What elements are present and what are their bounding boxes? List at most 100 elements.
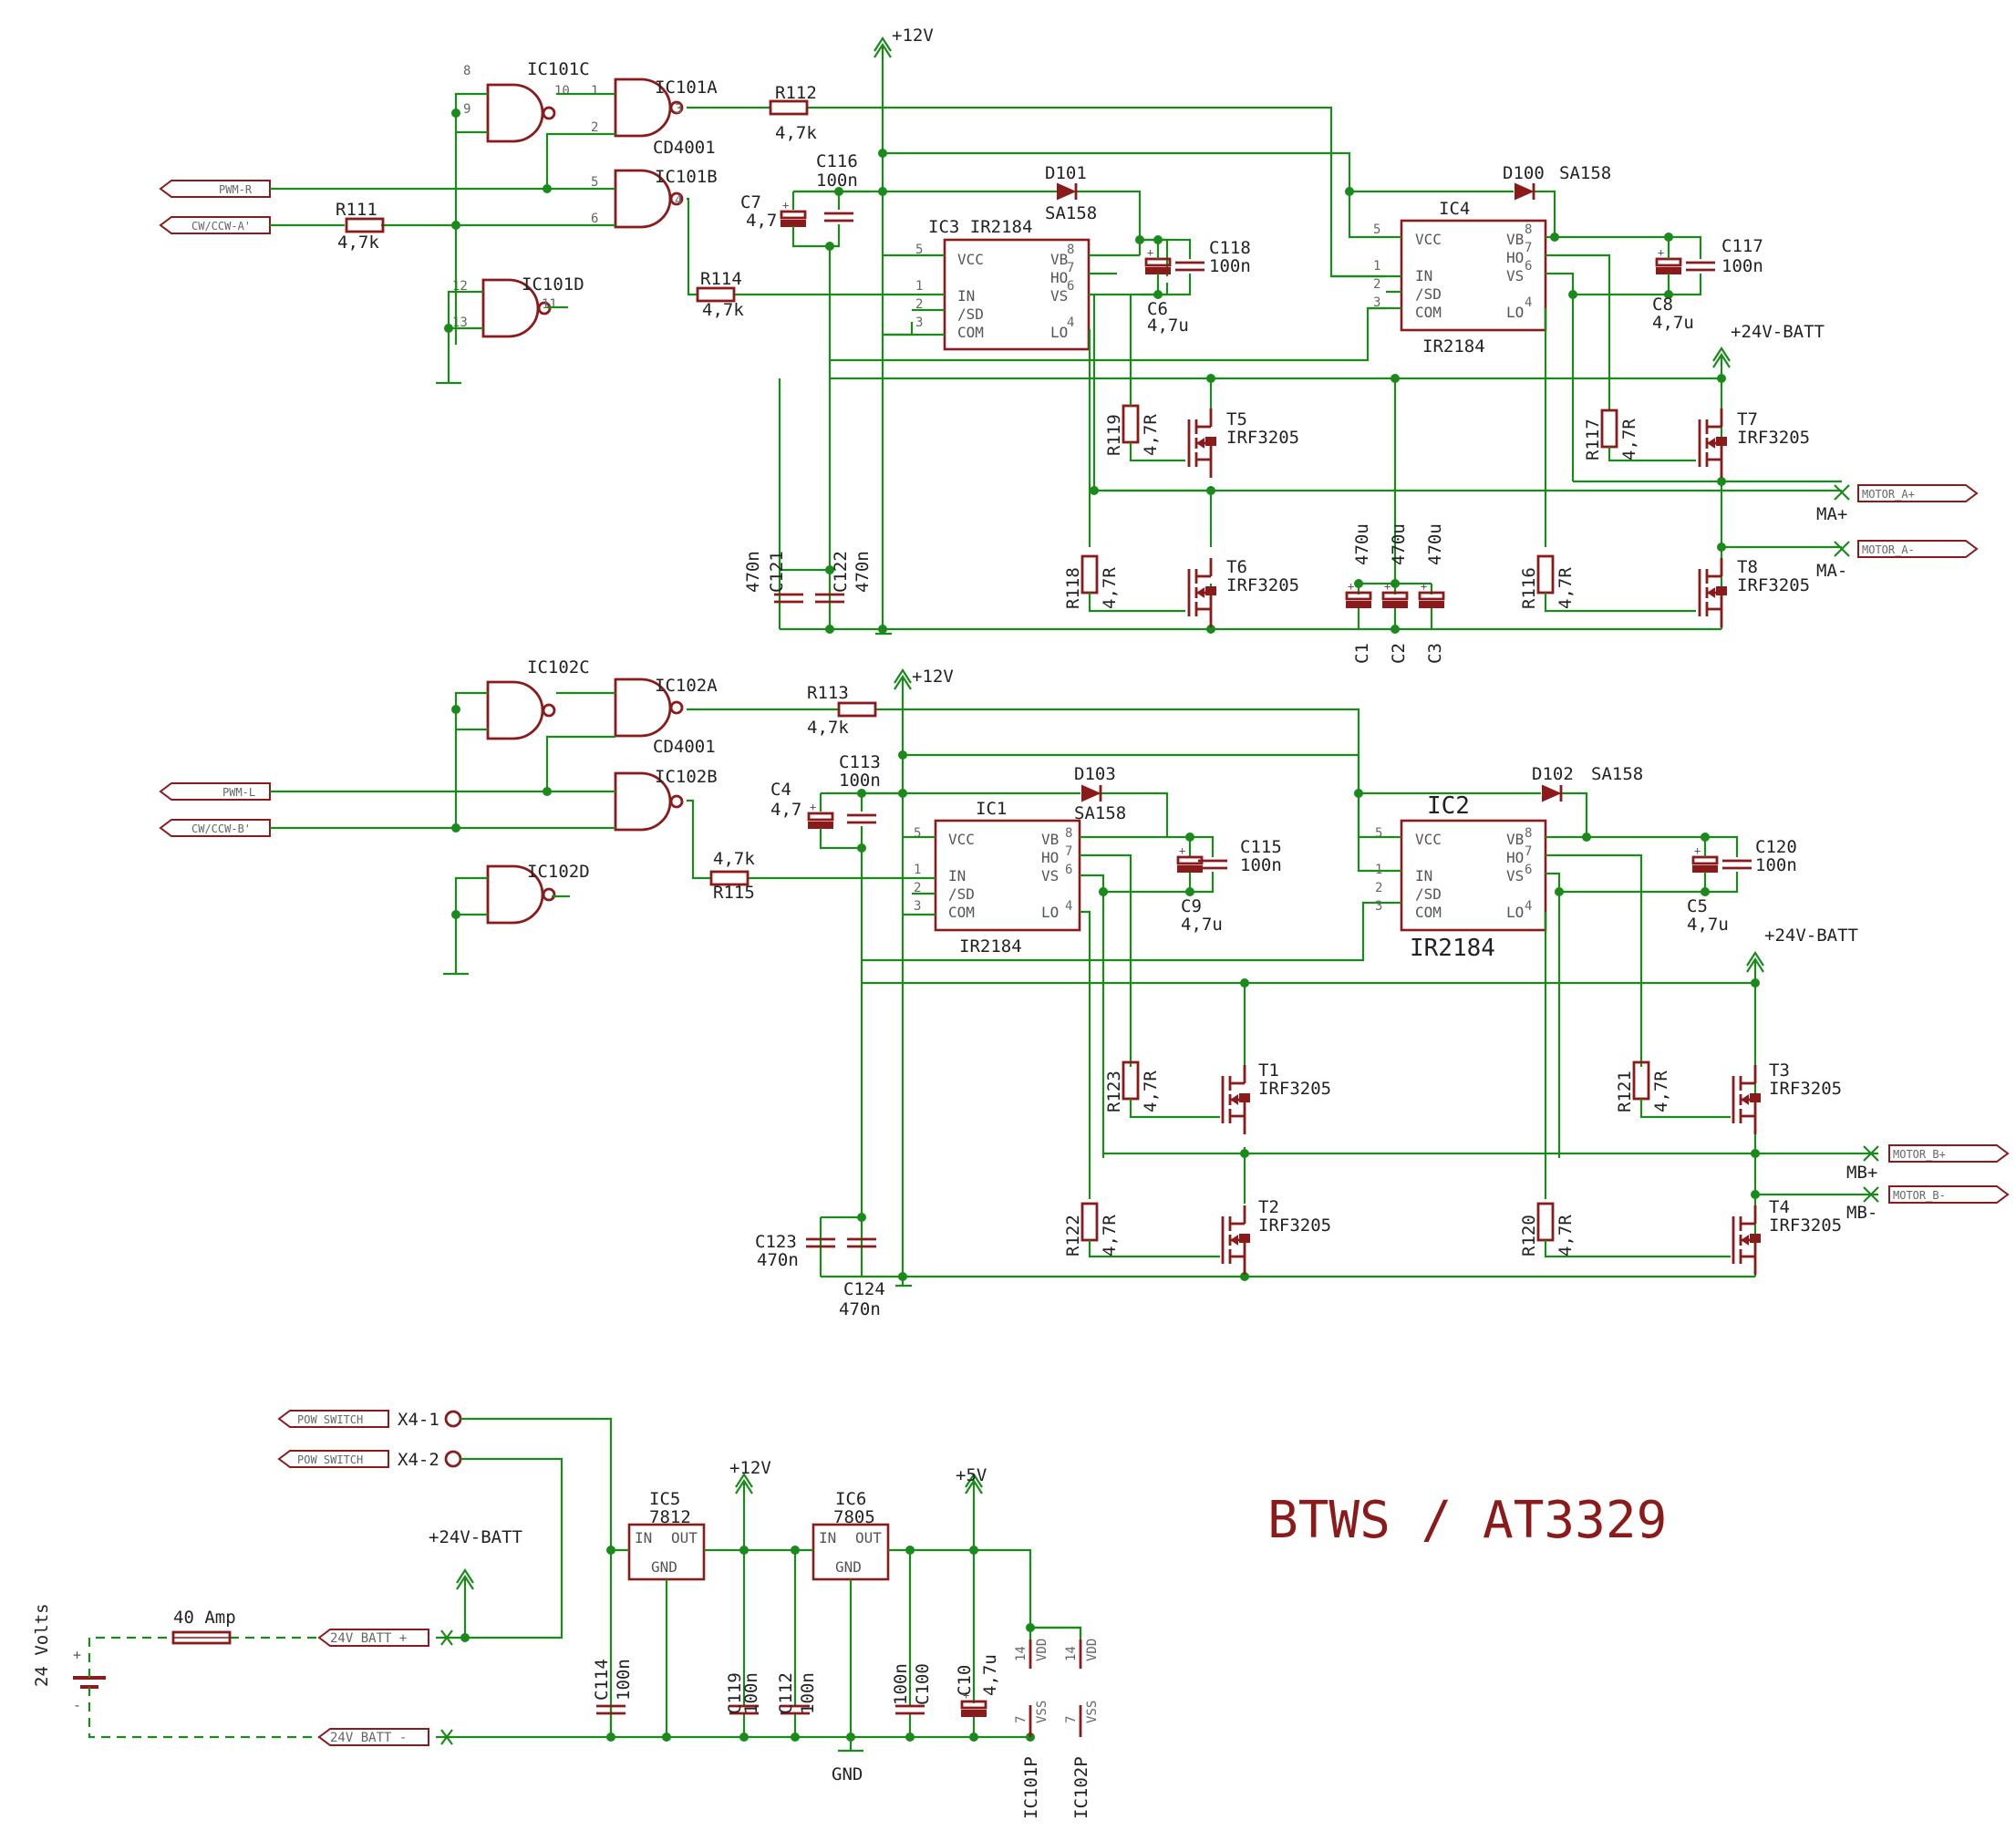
pin-out-ic6: OUT <box>855 1529 882 1546</box>
pin-sd-ic2: /SD <box>1415 885 1442 903</box>
label-ic102b: IC102B <box>655 767 718 787</box>
svg-text:24V BATT +: 24V BATT + <box>330 1631 407 1646</box>
pin7-ic102p: 7 <box>1064 1716 1079 1723</box>
svg-text:PWM-L: PWM-L <box>222 786 255 799</box>
label-c5: C5 <box>1687 896 1708 916</box>
pin-com-ic1: COM <box>948 904 975 921</box>
connector-x4-2[interactable] <box>444 1450 462 1468</box>
half-bridge-b: IC102C IC102A IC102B IC102D CD4001 PWM-L… <box>160 657 2009 1319</box>
output-flag-motor-b-plus: MOTOR_B+ <box>1888 1144 2009 1163</box>
pin7-ic2: 7 <box>1525 844 1532 859</box>
label-gnd: GND <box>832 1764 863 1784</box>
value-r122: 4,7R <box>1100 1215 1120 1257</box>
battery-minus: - <box>73 1697 81 1713</box>
label-ic2: IC2 <box>1427 792 1470 820</box>
pin3-ic1: 3 <box>914 899 921 914</box>
pin3-ic3: 3 <box>915 315 923 330</box>
label-t8: T8 <box>1737 557 1758 577</box>
pin-gnd-ic5: GND <box>651 1558 677 1576</box>
label-d102: D102 <box>1532 764 1574 784</box>
pin14-ic101p: 14 <box>1014 1646 1029 1661</box>
value-d101: SA158 <box>1045 203 1097 223</box>
connector-x4-1[interactable] <box>444 1410 462 1428</box>
pin-ho-ic3: HO <box>1050 269 1068 286</box>
value-c119: 100n <box>741 1672 761 1714</box>
input-flag-pow-switch-1: POW SWITCH <box>278 1410 389 1428</box>
battery-plus: + <box>73 1647 81 1663</box>
pin-vb-ic4: VB <box>1506 231 1524 248</box>
label-r119: R119 <box>1104 414 1124 456</box>
label-c120: C120 <box>1755 837 1797 857</box>
resistor-r111 <box>345 217 385 233</box>
label-d103: D103 <box>1074 764 1116 784</box>
pin-6: 6 <box>591 212 598 226</box>
input-flag-pow-switch-2: POW SWITCH <box>278 1450 389 1468</box>
svg-text:POW SWITCH: POW SWITCH <box>297 1413 363 1426</box>
label-c124: C124 <box>843 1279 885 1299</box>
pin8-ic2: 8 <box>1525 826 1532 841</box>
flag-24v-batt-plus: 24V BATT + <box>318 1629 429 1647</box>
svg-text:POW SWITCH: POW SWITCH <box>297 1453 363 1466</box>
pin3-ic2: 3 <box>1375 899 1382 914</box>
value-d102: SA158 <box>1591 764 1643 784</box>
mosfet-t2 <box>1221 1204 1251 1277</box>
svg-text:CW/CCW-A': CW/CCW-A' <box>191 220 251 233</box>
svg-text:MOTOR_A-: MOTOR_A- <box>1862 543 1915 556</box>
pin5-ic2: 5 <box>1375 826 1382 841</box>
resistor-r120 <box>1536 1202 1555 1242</box>
value-c118: 100n <box>1209 256 1251 276</box>
pin-vb-ic1: VB <box>1041 831 1059 848</box>
cap-c117 <box>1684 261 1717 272</box>
label-c114: C114 <box>592 1659 612 1701</box>
label-r121: R121 <box>1615 1070 1635 1112</box>
svg-text:PWM-R: PWM-R <box>219 183 253 196</box>
label-c115: C115 <box>1240 837 1282 857</box>
label-12v-reg: +12V <box>729 1458 771 1478</box>
pin-ho-ic2: HO <box>1506 849 1524 866</box>
mosfet-t8 <box>1698 556 1728 629</box>
pin1-ic3: 1 <box>915 279 923 294</box>
pin-8: 8 <box>463 64 470 78</box>
diode-d100 <box>1515 182 1535 201</box>
pin-com-ic2: COM <box>1415 904 1442 921</box>
label-fuse: 40 Amp <box>173 1608 236 1628</box>
value-c8: 4,7u <box>1652 313 1694 333</box>
resistor-r123 <box>1122 1060 1140 1101</box>
label-12v-a: +12V <box>892 26 934 46</box>
label-cd4001-a: CD4001 <box>653 138 716 158</box>
label-c8: C8 <box>1652 295 1673 315</box>
label-c117: C117 <box>1721 236 1763 256</box>
label-ic3: IC3 IR2184 <box>928 217 1032 237</box>
part-t1: IRF3205 <box>1258 1079 1331 1099</box>
pin7-ic3: 7 <box>1067 261 1074 275</box>
label-5v-reg: +5V <box>956 1465 987 1485</box>
mosfet-t1 <box>1221 1063 1251 1136</box>
mosfet-t5 <box>1187 407 1217 480</box>
pin-vs-ic3: VS <box>1050 287 1068 305</box>
pin-ho-ic1: HO <box>1041 849 1059 866</box>
value-c3: 470u <box>1425 523 1445 565</box>
value-c116: 100n <box>816 171 858 191</box>
svg-text:24V BATT -: 24V BATT - <box>330 1731 407 1745</box>
label-c122: C122 <box>831 551 851 593</box>
pin-ho-ic4: HO <box>1506 249 1524 266</box>
pin4-ic4: 4 <box>1525 295 1532 310</box>
value-r115: 4,7k <box>713 849 755 869</box>
input-flag-pwm-r: PWM-R <box>160 180 271 198</box>
label-t2: T2 <box>1258 1197 1279 1217</box>
value-r121: 4,7R <box>1651 1070 1671 1112</box>
resistor-r114 <box>696 286 736 303</box>
label-r115: R115 <box>713 883 755 903</box>
schematic-title: BTWS / AT3329 <box>1267 1491 1667 1550</box>
value-c7: 4,7 <box>746 211 777 231</box>
fuse-40a <box>171 1630 232 1645</box>
part-t8: IRF3205 <box>1737 575 1810 595</box>
vss-ic101p: VSS <box>1035 1701 1049 1723</box>
value-c117: 100n <box>1721 256 1763 276</box>
driver-ic2 <box>1400 819 1547 932</box>
label-ic5: IC5 <box>649 1489 680 1509</box>
pin-gnd-ic6: GND <box>835 1558 862 1576</box>
svg-text:MOTOR_B-: MOTOR_B- <box>1893 1189 1946 1202</box>
label-c6: C6 <box>1147 299 1168 319</box>
pin6-ic2: 6 <box>1525 863 1532 877</box>
